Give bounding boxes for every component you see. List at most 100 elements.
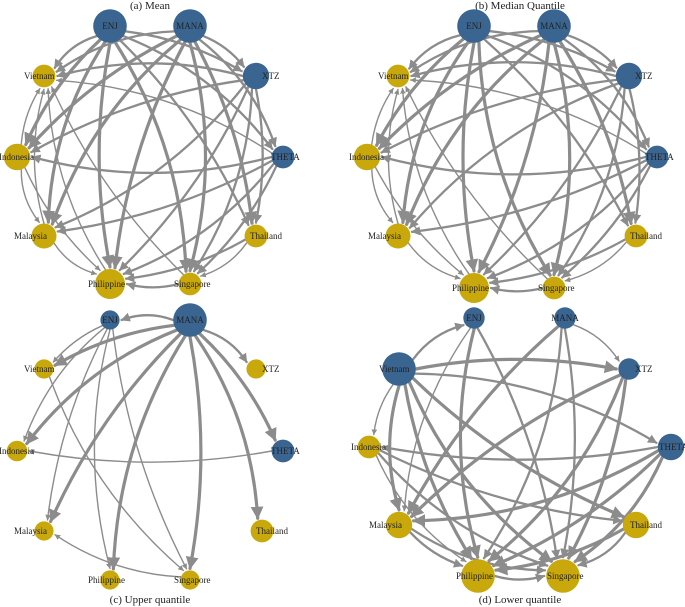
- node-indonesia: Indonesia: [351, 435, 386, 459]
- edge-xtz-to-philippine: [482, 85, 623, 276]
- node-circle: [34, 359, 54, 379]
- edge-enj-to-malaysia: [401, 327, 472, 512]
- node-label: XTZ: [635, 71, 653, 81]
- node-circle: [459, 273, 489, 303]
- edge-theta-to-indonesia: [381, 443, 659, 461]
- edge-indonesia-to-singapore: [377, 452, 549, 568]
- node-label: Malaysia: [14, 526, 47, 536]
- node-circle: [537, 9, 571, 43]
- node-circle: [100, 310, 120, 330]
- node-label: MANA: [551, 313, 579, 323]
- edge-thailand-to-philippine: [489, 238, 627, 287]
- edge-thailand-to-singapore: [577, 531, 627, 568]
- edge-theta-to-indonesia: [381, 154, 647, 176]
- node-circle: [385, 223, 411, 249]
- node-philippine: Philippine: [88, 570, 125, 590]
- node-circle: [461, 559, 495, 593]
- edge-mana-to-thailand: [558, 40, 636, 226]
- edge-xtz-to-philippine: [118, 85, 250, 272]
- edge-malaysia-to-vietnam: [33, 88, 46, 225]
- node-mana: MANA: [173, 9, 207, 43]
- edge-mana-to-xtz: [202, 34, 246, 68]
- edge-indonesia-to-philippine: [24, 166, 101, 271]
- node-circle: [357, 435, 381, 459]
- edge-mana-to-malaysia: [406, 324, 560, 515]
- node-circle: [618, 358, 640, 380]
- node-circle: [385, 511, 413, 539]
- edge-vietnam-to-theta: [413, 372, 658, 444]
- node-circle: [173, 303, 207, 337]
- edge-singapore-to-philippine: [125, 281, 180, 291]
- node-circle: [173, 9, 207, 43]
- node-circle: [622, 511, 650, 539]
- node-circle: [100, 570, 120, 590]
- edge-xtz-to-thailand: [628, 88, 642, 224]
- edge-layer: [371, 322, 665, 583]
- node-circle: [250, 519, 274, 543]
- edge-mana-to-xtz: [572, 324, 620, 362]
- edge-enj-to-malaysia: [397, 40, 470, 224]
- edge-vietnam-to-enj: [411, 322, 465, 361]
- node-label: XTZ: [262, 364, 280, 374]
- node-enj: ENJ: [100, 310, 120, 330]
- node-mana: MANA: [173, 303, 207, 337]
- edge-enj-to-thailand: [118, 38, 250, 227]
- edge-mana-to-theta: [198, 332, 277, 442]
- node-label: THETA: [659, 442, 685, 452]
- edge-enj-to-singapore: [477, 40, 552, 277]
- edge-xtz-to-thailand: [253, 88, 264, 224]
- node-circle: [624, 224, 648, 248]
- edge-layer: [371, 29, 652, 295]
- node-circle: [546, 559, 580, 593]
- edge-enj-to-xtz: [124, 30, 243, 73]
- edge-theta-to-indonesia: [31, 154, 273, 175]
- node-enj: ENJ: [463, 307, 485, 329]
- node-circle: [353, 143, 381, 171]
- node-indonesia: Indonesia: [0, 143, 34, 171]
- edge-enj-to-indonesia: [24, 38, 102, 147]
- node-label: MANA: [176, 21, 204, 31]
- node-label: MANA: [176, 315, 204, 325]
- edge-theta-to-philippine: [486, 162, 649, 280]
- edge-mana-to-philippine: [109, 40, 187, 270]
- node-label: Vietnam: [378, 71, 408, 81]
- edge-indonesia-to-malaysia: [20, 168, 40, 223]
- edge-layer: [23, 312, 277, 578]
- node-circle: [386, 64, 410, 88]
- edge-theta-to-vietnam: [410, 77, 647, 155]
- node-xtz: XTZ: [242, 62, 280, 90]
- node-label: Philippine: [88, 575, 125, 585]
- node-philippine: Philippine: [456, 559, 495, 593]
- node-label: XTZ: [262, 71, 280, 81]
- node-label: Malaysia: [368, 231, 401, 241]
- edge-mana-to-malaysia: [49, 332, 182, 524]
- node-label: THETA: [645, 152, 674, 162]
- node-circle: [382, 352, 416, 386]
- edge-theta-to-vietnam: [56, 77, 273, 154]
- node-label: Singapore: [538, 283, 575, 293]
- node-enj: ENJ: [93, 9, 127, 43]
- node-philippine: Philippine: [88, 269, 125, 299]
- node-theta: THETA: [271, 145, 300, 169]
- edge-enj-to-singapore: [476, 326, 561, 560]
- edge-theta-to-malaysia: [410, 159, 648, 236]
- node-label: Malaysia: [369, 520, 402, 530]
- edge-enj-to-vietnam: [52, 325, 103, 363]
- edge-indonesia-to-vietnam: [371, 87, 394, 146]
- node-circle: [271, 439, 295, 463]
- node-circle: [615, 62, 643, 90]
- edge-mana-to-philippine: [477, 40, 551, 274]
- node-label: Singapore: [174, 575, 211, 585]
- edge-layer: [20, 30, 278, 291]
- node-label: ENJ: [466, 21, 482, 31]
- edge-mana-to-malaysia: [50, 38, 182, 226]
- node-singapore: Singapore: [174, 570, 211, 590]
- node-label: MANA: [540, 21, 568, 31]
- edge-malaysia-to-philippine: [53, 242, 97, 276]
- edge-singapore-to-philippine: [489, 285, 544, 295]
- node-label: Indonesia: [0, 446, 34, 456]
